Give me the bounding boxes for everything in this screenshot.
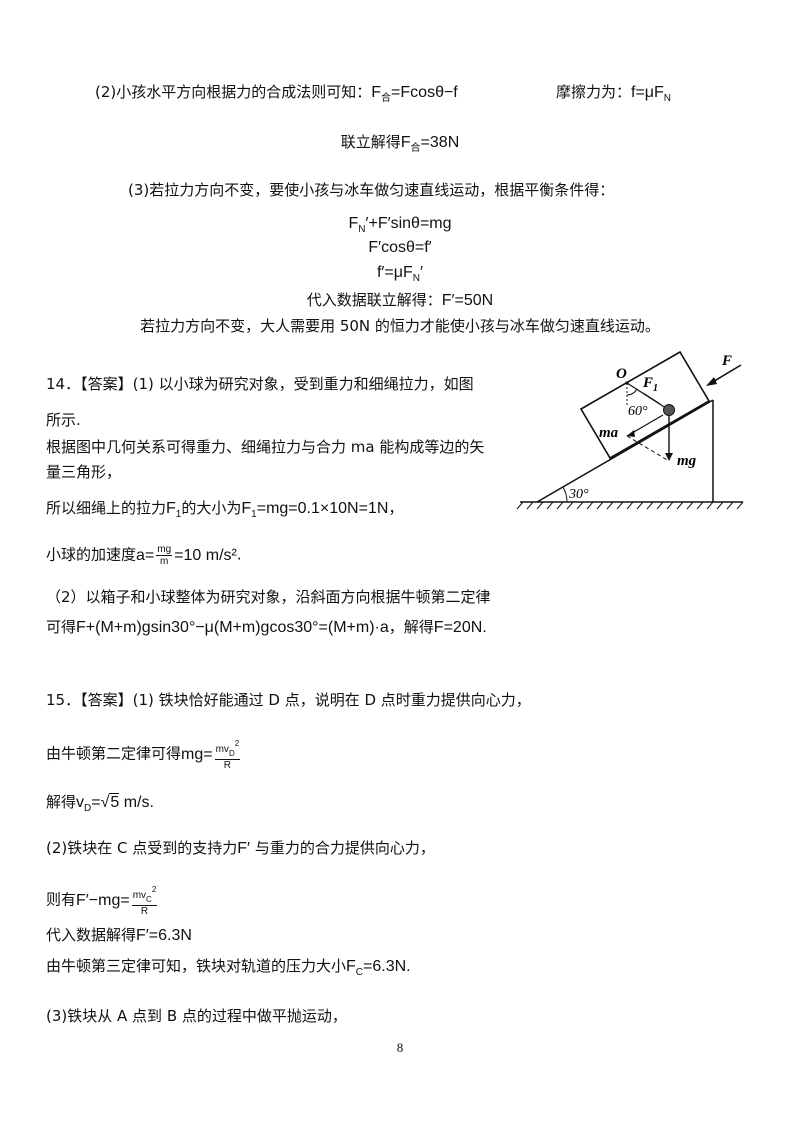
f-external-arrowhead	[706, 377, 717, 386]
label-ma: ma	[599, 425, 619, 441]
s15-line3: 解得vD=√5 m/s.	[46, 792, 154, 819]
s15-p1-text: 铁块恰好能通过 D 点，说明在 D 点时重力提供向心力，	[153, 691, 531, 709]
s15-p3-text: 铁块从 A 点到 B 点的过程中做平抛运动，	[67, 1007, 347, 1025]
s13-eq1: FN′+F′sinθ=mg	[348, 215, 452, 235]
s14-l5-f1: F1	[166, 500, 182, 520]
s15-l3-text: 解得	[46, 793, 77, 811]
s15-l6-text: 代入数据解得	[46, 926, 137, 944]
incline-box-figure: 30° 60° O F1 F ma mg	[516, 350, 744, 510]
s15-p3-label: (3)	[46, 1007, 68, 1025]
mg-arrowhead	[665, 453, 673, 461]
label-f1: F1	[642, 375, 658, 394]
s14-p2-eq: F+(M+m)gsin30°−μ(M+m)gcos30°=(M+m)·a	[76, 619, 389, 636]
s14-l6-a: 小球的加速度	[46, 545, 137, 564]
s14-head: 14．【答案】	[46, 375, 133, 393]
label-mg: mg	[677, 453, 697, 469]
s15-line1: 15．【答案】(1) 铁块恰好能通过 D 点，说明在 D 点时重力提供向心力，	[46, 690, 531, 710]
ma-arrowhead	[627, 430, 635, 437]
f1-arrow	[642, 392, 661, 405]
s15-line6: 代入数据解得F′=6.3N	[46, 925, 192, 946]
s14-p2: （2）以箱子和小球整体为研究对象，沿斜面方向根据牛顿第二定律	[46, 588, 491, 606]
s14-l5-b: 的大小为	[181, 499, 242, 517]
s14-line3: 根据图中几何关系可得重力、细绳拉力与合力 ma 能构成等边的矢	[46, 438, 485, 456]
angle-arc-60	[626, 388, 638, 396]
s13-solve-label: 联立解得	[340, 133, 401, 151]
s13-friction-eq: f=μFN	[631, 84, 672, 104]
angle-60-label: 60°	[628, 404, 648, 419]
s15-p2-text: 铁块在 C 点受到的支持力	[67, 839, 238, 857]
s15-p2-force: F′	[237, 840, 251, 857]
s13-friction: 摩擦力为：f=μFN	[556, 82, 671, 109]
page-number: 8	[396, 1040, 404, 1055]
s13-substitute: 代入数据联立解得：F′=50N	[0, 290, 800, 311]
s13-sub-label: 代入数据联立解得：	[306, 291, 442, 309]
s15-p1-label: (1)	[132, 691, 154, 709]
s13-p2-label: (2)	[95, 83, 117, 101]
s13-solve-eq: F合=38N	[400, 134, 460, 154]
s14-p2-a: 可得	[46, 618, 77, 636]
s14-l5-eq: F1=mg=0.1×10N=1N	[241, 500, 389, 520]
ball	[663, 404, 675, 416]
s13-solve: 联立解得F合=38N	[0, 132, 800, 159]
angle-30-label: 30°	[568, 487, 589, 502]
s14-p2-res: F=20N.	[433, 619, 487, 636]
s13-p2-line: (2)小孩水平方向根据力的合成法则可知：F合=Fcosθ−f	[95, 82, 458, 109]
s15-p2-line: (2)铁块在 C 点受到的支持力F′ 与重力的合力提供向心力，	[46, 838, 435, 859]
s13-sub-eq: F′=50N	[441, 292, 494, 309]
s14-l5-a: 所以细绳上的拉力	[46, 499, 167, 517]
s15-p2-label: (2)	[46, 839, 68, 857]
s15-l7-eq: FC=6.3N.	[346, 958, 411, 978]
s13-friction-label: 摩擦力为：	[556, 83, 632, 101]
s14-p1-text: 以小球为研究对象，受到重力和细绳拉力，如图	[153, 375, 474, 393]
ground-hatch	[516, 501, 744, 510]
s13-p2-eq: F合=Fcosθ−f	[371, 84, 458, 104]
s15-l6-eq: F′=6.3N	[136, 927, 192, 944]
s13-eq3: f′=μFN′	[376, 264, 423, 284]
box	[579, 350, 711, 460]
label-o: O	[616, 366, 627, 382]
s15-l2-text: 由牛顿第二定律可得	[46, 744, 182, 763]
s15-p3-line: (3)铁块从 A 点到 B 点的过程中做平抛运动，	[46, 1006, 347, 1026]
s14-line4: 量三角形，	[46, 463, 122, 481]
incline-surface	[536, 399, 714, 503]
s14-l5-end: ，	[388, 499, 404, 517]
s15-l7-text: 由牛顿第三定律可知，铁块对轨道的压力大小	[46, 957, 347, 975]
s14-p2-eq-line: 可得F+(M+m)gsin30°−μ(M+m)gcos30°=(M+m)·a，解…	[46, 617, 487, 638]
resultant-dashed	[626, 435, 670, 462]
s13-p3-line: (3)若拉力方向不变，要使小孩与冰车做匀速直线运动，根据平衡条件得：	[128, 180, 614, 200]
s15-l5-text: 则有	[46, 890, 77, 909]
s15-line7: 由牛顿第三定律可知，铁块对轨道的压力大小FC=6.3N.	[46, 956, 411, 983]
label-f: F	[721, 353, 732, 369]
s14-line2: 所示.	[46, 411, 81, 429]
f-external-arrow	[710, 364, 742, 384]
s13-p2-text: 小孩水平方向根据力的合成法则可知：	[116, 83, 372, 101]
s13-p3-label: (3)	[128, 181, 150, 199]
s15-p2-text2: 与重力的合力提供向心力，	[250, 839, 435, 857]
s13-p3-text: 若拉力方向不变，要使小孩与冰车做匀速直线运动，根据平衡条件得：	[149, 181, 615, 199]
s14-p1-label: (1)	[132, 375, 154, 393]
s14-p2-b: ，解得	[388, 618, 434, 636]
s15-head: 15．【答案】	[46, 691, 133, 709]
angle-arc-30	[562, 486, 568, 503]
s14-line5: 所以细绳上的拉力F1的大小为F1=mg=0.1×10N=1N，	[46, 498, 403, 525]
s15-l3-eq: vD=√5 m/s.	[76, 793, 154, 814]
s13-conclusion: 若拉力方向不变，大人需要用 50N 的恒力才能使小孩与冰车做匀速直线运动。	[140, 317, 660, 335]
s13-eq2: F′cosθ=f′	[368, 239, 432, 256]
s14-line1: 14．【答案】(1) 以小球为研究对象，受到重力和细绳拉力，如图	[46, 374, 474, 394]
